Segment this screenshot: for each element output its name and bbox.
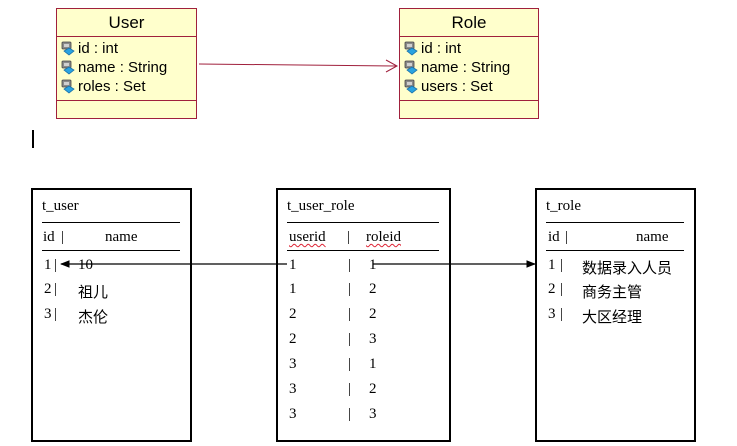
table-t-user-role-header-rule <box>287 250 439 251</box>
table-row-separator: | <box>54 257 58 273</box>
table-row-cell: 10 <box>78 257 93 273</box>
user-attribute-name: name : String <box>61 58 196 77</box>
table-t-user-role-header-roleid: roleid <box>366 229 401 245</box>
role-attribute-id: id : int <box>404 39 538 58</box>
user-operations <box>57 101 196 115</box>
table-row-separator: | <box>348 281 352 297</box>
user-class-title: User <box>57 9 196 37</box>
table-t-role-header-separator: | <box>565 229 569 245</box>
user-attribute-id: id : int <box>61 39 196 58</box>
table-t-user-role-header-userid: userid <box>289 229 326 245</box>
table-row-cell: 3 <box>289 406 297 422</box>
role-class-box[interactable]: Role id : int name : String users : Set <box>399 8 539 119</box>
role-attribute-users-label: users : Set <box>421 78 493 95</box>
table-row-cell: 1 <box>369 356 377 372</box>
table-row-separator: | <box>560 257 564 273</box>
table-row-separator: | <box>54 306 58 322</box>
role-attribute-name-label: name : String <box>421 59 511 76</box>
table-row-cell: 2 <box>369 281 377 297</box>
table-row-separator: | <box>54 281 58 297</box>
attribute-icon <box>61 41 77 56</box>
role-attribute-users: users : Set <box>404 77 538 96</box>
table-t-role-header-name: name <box>636 229 669 245</box>
table-t-role[interactable]: t_role id | name 1 | 数据录入人员 2 | 商务主管 3 |… <box>535 188 696 442</box>
table-row-cell: 1 <box>548 257 556 273</box>
table-row-cell: 1 <box>289 257 297 273</box>
table-row-cell: 2 <box>289 306 297 322</box>
user-attribute-roles-label: roles : Set <box>78 78 146 95</box>
attribute-icon <box>61 79 77 94</box>
table-row-cell: 2 <box>548 281 556 297</box>
attribute-icon <box>404 79 420 94</box>
attribute-icon <box>404 60 420 75</box>
table-row-cell: 大区经理 <box>582 310 643 326</box>
table-row-separator: | <box>348 406 352 422</box>
role-attribute-id-label: id : int <box>421 40 462 57</box>
table-row-cell: 商务主管 <box>582 285 643 301</box>
table-t-user-role-name: t_user_role <box>287 198 355 214</box>
table-t-user-header-separator: | <box>61 229 65 245</box>
table-t-user-role-header-separator: | <box>347 229 351 245</box>
table-t-role-header-rule <box>546 250 684 251</box>
table-row-cell: 3 <box>548 306 556 322</box>
association-line <box>198 63 397 67</box>
table-row-cell: 1 <box>369 257 377 273</box>
table-row-separator: | <box>560 281 564 297</box>
association-arrowhead <box>385 59 399 73</box>
user-attribute-id-label: id : int <box>78 40 119 57</box>
table-row-separator: | <box>348 257 352 273</box>
table-row-cell: 数据录入人员 <box>582 261 673 277</box>
role-attribute-name: name : String <box>404 58 538 77</box>
table-t-user-header-name: name <box>105 229 138 245</box>
user-attributes: id : int name : String roles : Set <box>57 37 196 101</box>
table-row-cell: 1 <box>44 257 52 273</box>
user-attribute-name-label: name : String <box>78 59 168 76</box>
table-t-user-header-rule <box>42 250 180 251</box>
attribute-icon <box>404 41 420 56</box>
text-cursor <box>32 130 34 148</box>
role-class-title: Role <box>400 9 538 37</box>
table-row-cell: 杰伦 <box>78 310 109 326</box>
table-row-separator: | <box>348 356 352 372</box>
table-t-role-title-rule <box>546 222 684 223</box>
role-operations <box>400 101 538 115</box>
table-t-user-name: t_user <box>42 198 79 214</box>
table-row-cell: 3 <box>44 306 52 322</box>
table-row-cell: 2 <box>44 281 52 297</box>
table-t-user-role-title-rule <box>287 222 439 223</box>
user-class-box[interactable]: User id : int name : String roles : Set <box>56 8 197 119</box>
table-row-cell: 3 <box>289 381 297 397</box>
role-attributes: id : int name : String users : Set <box>400 37 538 101</box>
table-row-separator: | <box>348 306 352 322</box>
table-row-separator: | <box>560 306 564 322</box>
table-row-cell: 1 <box>289 281 297 297</box>
table-row-cell: 2 <box>369 381 377 397</box>
table-row-separator: | <box>348 381 352 397</box>
table-t-role-header-id: id <box>548 229 560 245</box>
table-t-user-title-rule <box>42 222 180 223</box>
table-t-user-role[interactable]: t_user_role userid | roleid 1 | 1 1 | 2 … <box>276 188 451 442</box>
table-row-separator: | <box>348 331 352 347</box>
user-attribute-roles: roles : Set <box>61 77 196 96</box>
table-t-role-name: t_role <box>546 198 581 214</box>
table-row-cell: 3 <box>289 356 297 372</box>
table-row-cell: 祖儿 <box>78 285 109 301</box>
table-row-cell: 3 <box>369 331 377 347</box>
table-row-cell: 2 <box>289 331 297 347</box>
table-row-cell: 2 <box>369 306 377 322</box>
attribute-icon <box>61 60 77 75</box>
table-row-cell: 3 <box>369 406 377 422</box>
table-t-user-header-id: id <box>43 229 55 245</box>
table-t-user[interactable]: t_user id | name 1 | 10 2 | 祖儿 3 | 杰伦 <box>31 188 192 442</box>
